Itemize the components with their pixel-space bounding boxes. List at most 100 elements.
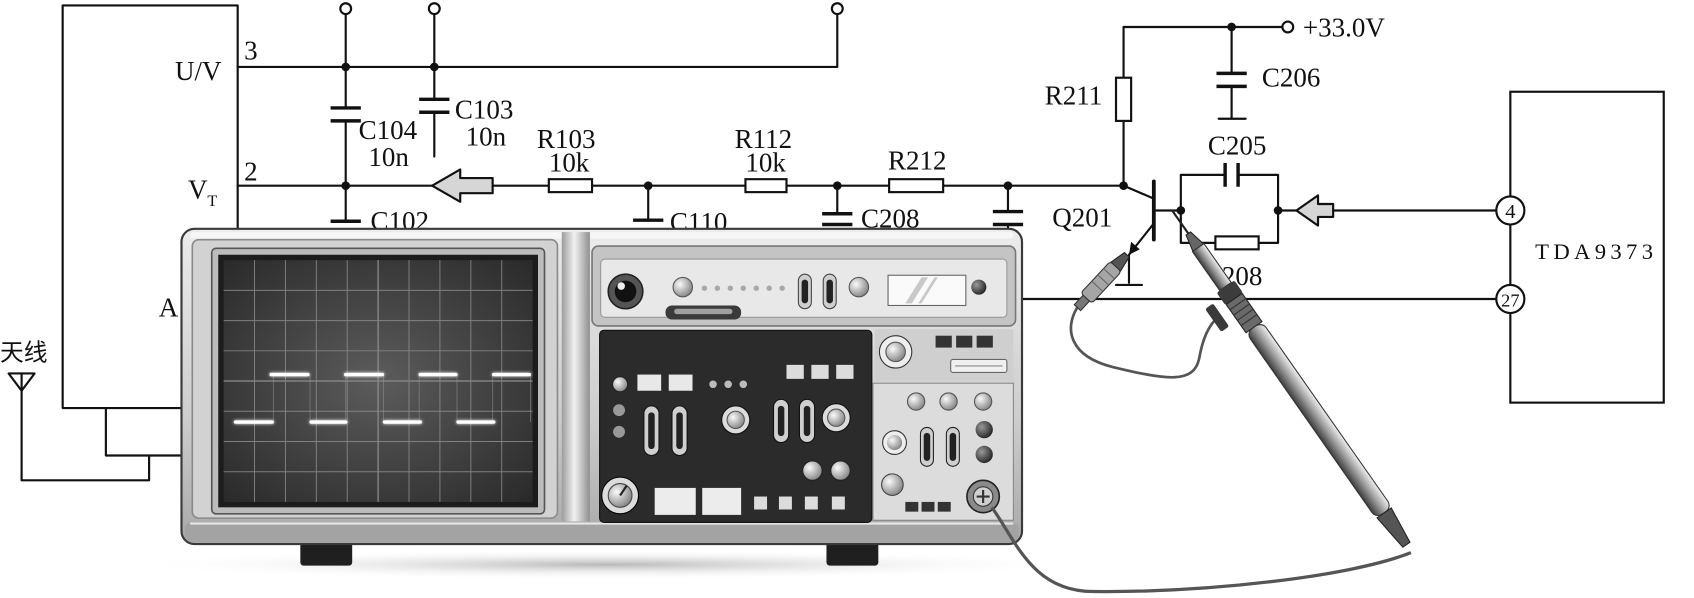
small-knob	[613, 404, 625, 417]
trace-levels	[233, 372, 532, 424]
mode-button	[956, 335, 973, 348]
r208-resistor	[1214, 235, 1260, 251]
indicator-dot	[709, 380, 717, 389]
push-button	[786, 364, 804, 379]
large-knob	[607, 483, 633, 508]
slide-switch-slot	[949, 432, 957, 461]
indicator-dot	[740, 285, 746, 291]
ground-lead-cable	[1069, 306, 1220, 379]
push-button	[836, 364, 854, 379]
ground-clip-tail	[1073, 294, 1091, 312]
supply-label: +33.0V	[1303, 13, 1385, 43]
indicator-dot	[714, 285, 721, 291]
small-knob	[975, 420, 993, 439]
c103-value: 10n	[466, 122, 507, 152]
probe-cable	[990, 506, 1412, 594]
power-knob-center	[614, 280, 637, 303]
small-knob	[613, 425, 625, 438]
push-button-small	[831, 496, 845, 510]
push-button-wide	[702, 487, 742, 515]
small-knob	[906, 392, 926, 411]
panel-divider	[561, 232, 590, 522]
mode-button	[935, 335, 952, 348]
power-knob-highlight	[617, 282, 625, 290]
ground-clip	[1073, 251, 1130, 312]
ic-body	[1509, 90, 1665, 404]
probe-ring	[1217, 281, 1243, 305]
indicator-dot	[779, 285, 785, 291]
ic-name: TDA9373	[1535, 239, 1657, 264]
c104-plates	[330, 106, 361, 123]
ground-lead-attachment	[1205, 304, 1229, 332]
slide-switch-slot	[801, 279, 809, 304]
c103-plates	[419, 97, 450, 114]
slide-switch-slot	[676, 412, 683, 450]
r112-ref: R112	[735, 124, 793, 154]
supply-terminal	[1281, 20, 1295, 34]
c208-plates	[822, 211, 853, 227]
push-button	[811, 364, 829, 379]
oscilloscope-shadow	[129, 549, 1081, 580]
c205-wire	[1179, 173, 1280, 212]
probe-pen	[1171, 209, 1411, 548]
trigger-knob	[885, 341, 906, 363]
oscilloscope-foot-left	[300, 539, 353, 566]
probe-input-connector-cross	[976, 490, 990, 504]
ground-clip-ribs	[1091, 268, 1116, 292]
indicator-dot	[727, 285, 734, 291]
q201-ref: Q201	[1052, 203, 1112, 233]
q201-emitter-arrow	[1128, 241, 1140, 255]
c205-plates	[1223, 162, 1240, 187]
c103-ref: C103	[455, 95, 514, 125]
terminal-left	[339, 2, 353, 16]
slide-switch-slot	[826, 279, 833, 304]
oscilloscope-top-highlight	[190, 232, 1014, 239]
c104-value: 10n	[368, 142, 409, 172]
small-knob	[973, 392, 993, 411]
indicator-dot	[724, 380, 732, 389]
push-button-small	[937, 501, 951, 512]
junction-dot	[429, 62, 439, 72]
r212-resistor	[888, 178, 945, 194]
antenna-label: 天线	[0, 339, 48, 367]
tuner-block-outline	[61, 4, 239, 410]
probe-assembly	[990, 209, 1412, 594]
readout-window	[887, 274, 967, 307]
terminal-right	[830, 2, 844, 16]
ic-pin4-number: 4	[1505, 201, 1515, 223]
c206-ref: C206	[1262, 62, 1321, 92]
probe-collar	[1191, 242, 1232, 292]
push-button-small	[778, 496, 792, 510]
oscilloscope	[129, 227, 1081, 580]
oscilloscope-foot-right	[826, 539, 879, 566]
push-button-small	[921, 501, 935, 512]
small-knob	[971, 279, 987, 295]
pin3-number: 3	[244, 35, 258, 65]
r211-resistor	[1114, 76, 1133, 122]
small-knob	[802, 460, 823, 481]
r211-ref: R211	[1045, 81, 1103, 111]
small-knob	[881, 473, 904, 496]
push-button-small	[804, 496, 818, 510]
slide-switch-slot	[923, 432, 931, 461]
ic-pin4-circle	[1495, 195, 1526, 226]
trace-edges	[272, 374, 531, 423]
slide-switch-slot	[803, 405, 811, 437]
ic-pin27-number: 27	[1501, 291, 1519, 311]
c205-ref: C205	[1208, 130, 1267, 160]
indicator-dot	[766, 285, 772, 291]
indicator-dot	[739, 380, 748, 389]
c104-ref: C104	[359, 115, 418, 145]
r112-value: 10k	[745, 148, 786, 178]
slide-switch-slot	[648, 412, 655, 450]
push-button-wide	[654, 487, 696, 515]
pin2-label: V	[188, 175, 208, 205]
push-button	[637, 374, 662, 391]
pin2-number: 2	[244, 156, 258, 186]
indicator-dot	[753, 285, 759, 291]
handle-recess-highlight	[674, 308, 733, 315]
oscilloscope-base-strip	[184, 522, 1019, 542]
push-button-small	[905, 501, 919, 512]
position-knob	[886, 435, 903, 451]
indicator-dots	[701, 285, 785, 291]
